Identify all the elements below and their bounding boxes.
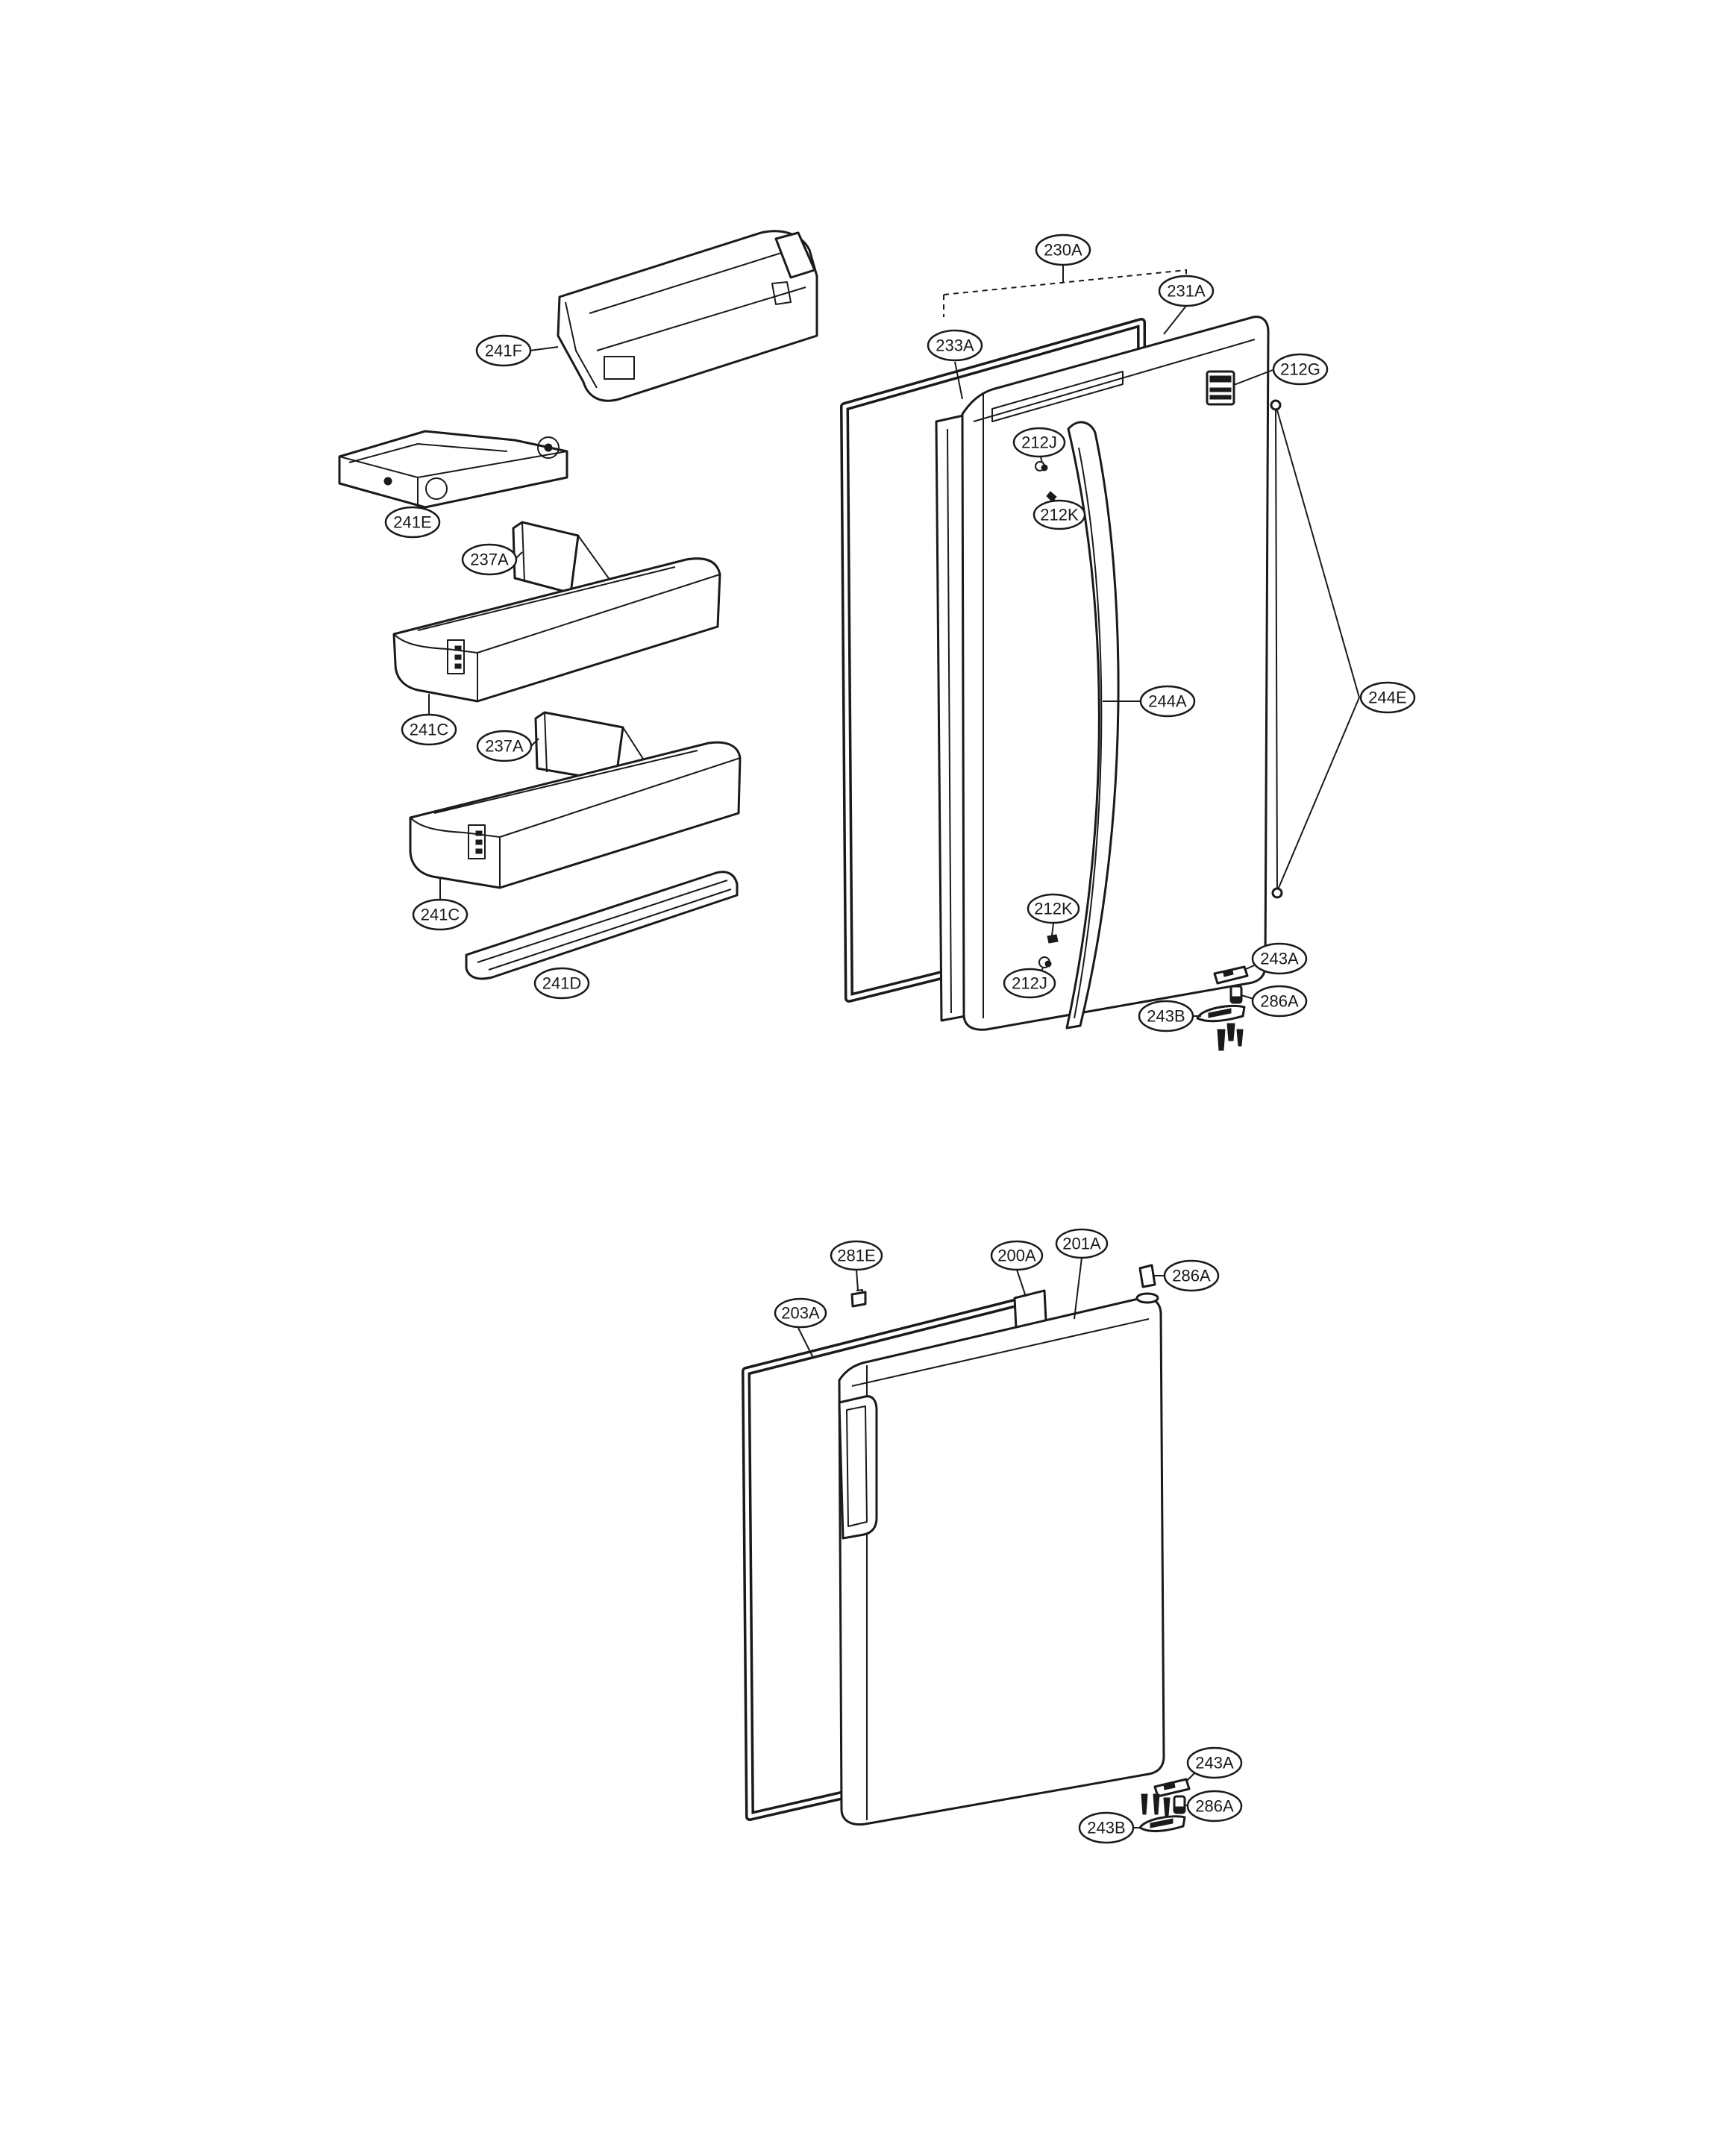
callout-label: 212J — [1012, 974, 1047, 993]
rail-241d — [465, 871, 739, 980]
bin-241c-lower — [409, 741, 742, 889]
door-bins: 241F 241E 237A 241C 237A 241C 241D — [338, 230, 818, 1000]
callout-label: 286A — [1172, 1267, 1211, 1285]
bin-241f — [557, 230, 818, 402]
outer-door-201a — [838, 1297, 1165, 1826]
callout-label: 241C — [410, 721, 449, 739]
callout-286a-top: 286A — [1163, 1259, 1220, 1292]
tray-241e — [338, 430, 568, 509]
callout-label: 212J — [1021, 433, 1057, 452]
callout-244a: 244A — [1139, 685, 1196, 718]
callout-label: 230A — [1044, 241, 1082, 260]
callout-label: 241E — [393, 513, 431, 532]
callout-label: 200A — [997, 1247, 1036, 1265]
leader-212j-top — [1040, 457, 1043, 463]
bushing-286a-upper — [1229, 985, 1243, 1004]
callout-241e: 241E — [384, 506, 441, 539]
emblem-212g — [1206, 370, 1235, 406]
screw-212j-top — [1035, 461, 1048, 471]
callout-label: 241F — [485, 342, 522, 360]
callout-237a-lower: 237A — [476, 730, 533, 762]
leader-201a — [1074, 1257, 1082, 1320]
bin-241c-upper — [392, 557, 721, 703]
callout-212j-bottom: 212J — [1003, 968, 1056, 999]
leader-200a — [1016, 1269, 1027, 1297]
callout-212g: 212G — [1272, 353, 1329, 386]
callout-203a: 203A — [774, 1297, 827, 1329]
callout-label: 203A — [781, 1304, 820, 1323]
lower-door-assembly: 281E 200A 201A 286A 203A 243A 243B 286A — [742, 1228, 1243, 1844]
hinge-cover-243b-upper — [1196, 1004, 1246, 1023]
callout-231a: 231A — [1158, 275, 1215, 307]
callout-label: 241D — [542, 974, 582, 993]
callout-286a-lower: 286A — [1186, 1790, 1243, 1823]
callout-237a-upper: 237A — [461, 543, 518, 576]
leader-203a — [798, 1327, 814, 1358]
callout-label: 201A — [1062, 1235, 1101, 1253]
callout-label: 244A — [1148, 692, 1187, 711]
callout-243b-lower: 243B — [1078, 1811, 1135, 1844]
callout-201a: 201A — [1055, 1228, 1109, 1259]
leader-241f — [529, 346, 559, 351]
callout-241c-lower: 241C — [412, 898, 469, 931]
divider-237a-lower — [534, 711, 657, 786]
callout-243a-upper: 243A — [1251, 942, 1308, 975]
leader-281e — [856, 1269, 859, 1291]
callout-label: 241C — [421, 906, 460, 924]
callout-label: 237A — [485, 737, 524, 756]
recessed-handle — [838, 1395, 878, 1540]
upper-door-assembly: 230A 231A 233A 212G 212J 212K 244A 244E — [840, 234, 1416, 1051]
callout-label: 243A — [1260, 950, 1299, 968]
callout-241c-upper: 241C — [401, 713, 457, 746]
hinge-screws-lower — [1141, 1793, 1171, 1817]
inner-liner-edge — [947, 428, 952, 1014]
leader-212k-bottom — [1051, 923, 1054, 936]
callout-label: 286A — [1195, 1797, 1234, 1816]
callout-243b-upper: 243B — [1138, 1000, 1194, 1032]
hinge-243a-upper — [1213, 965, 1249, 985]
callout-label: 243A — [1195, 1754, 1234, 1773]
leader-243a-lower — [1185, 1772, 1196, 1782]
callout-241d: 241D — [533, 967, 590, 1000]
callout-label: 237A — [470, 551, 509, 569]
callout-212j-top: 212J — [1012, 427, 1066, 458]
callout-label: 231A — [1167, 282, 1206, 301]
callout-230a: 230A — [1035, 234, 1091, 266]
leader-237a-lower — [530, 738, 539, 747]
bushing-286a-lower — [1173, 1795, 1186, 1814]
leader-233a — [954, 361, 963, 400]
leader-244e — [1276, 410, 1360, 888]
callout-241f: 241F — [475, 334, 532, 367]
callout-label: 286A — [1260, 992, 1299, 1011]
callout-200a: 200A — [990, 1240, 1044, 1271]
callout-243a-lower: 243A — [1186, 1746, 1243, 1779]
callout-label: 243B — [1147, 1007, 1185, 1026]
callout-label: 212K — [1034, 900, 1073, 918]
door-cable-244e — [1270, 399, 1283, 899]
callout-286a-upper: 286A — [1251, 985, 1308, 1018]
callout-212k-bottom: 212K — [1027, 893, 1080, 924]
callout-label: 233A — [936, 336, 974, 355]
leader-212g — [1233, 369, 1273, 386]
bushing-286a-top — [1135, 1264, 1159, 1304]
screw-212j-bottom — [1038, 956, 1052, 968]
callout-label: 243B — [1087, 1819, 1125, 1837]
callout-244e: 244E — [1359, 681, 1416, 714]
cap-281e — [850, 1289, 867, 1308]
callout-label: 212G — [1280, 360, 1320, 379]
callout-281e: 281E — [830, 1240, 883, 1271]
leader-231a — [1163, 305, 1187, 335]
callout-label: 244E — [1368, 689, 1406, 707]
callout-label: 281E — [837, 1247, 875, 1265]
hinge-cover-243b-lower — [1138, 1815, 1186, 1832]
leader-230a — [943, 269, 1187, 317]
hinge-243a-lower — [1153, 1778, 1191, 1798]
callout-212k-top: 212K — [1032, 499, 1086, 530]
door-handle-244a — [1065, 421, 1120, 1029]
hinge-screws-upper — [1217, 1023, 1244, 1051]
cap-212k-bottom — [1047, 934, 1059, 944]
callout-label: 212K — [1040, 506, 1079, 524]
callout-233a: 233A — [927, 329, 983, 362]
